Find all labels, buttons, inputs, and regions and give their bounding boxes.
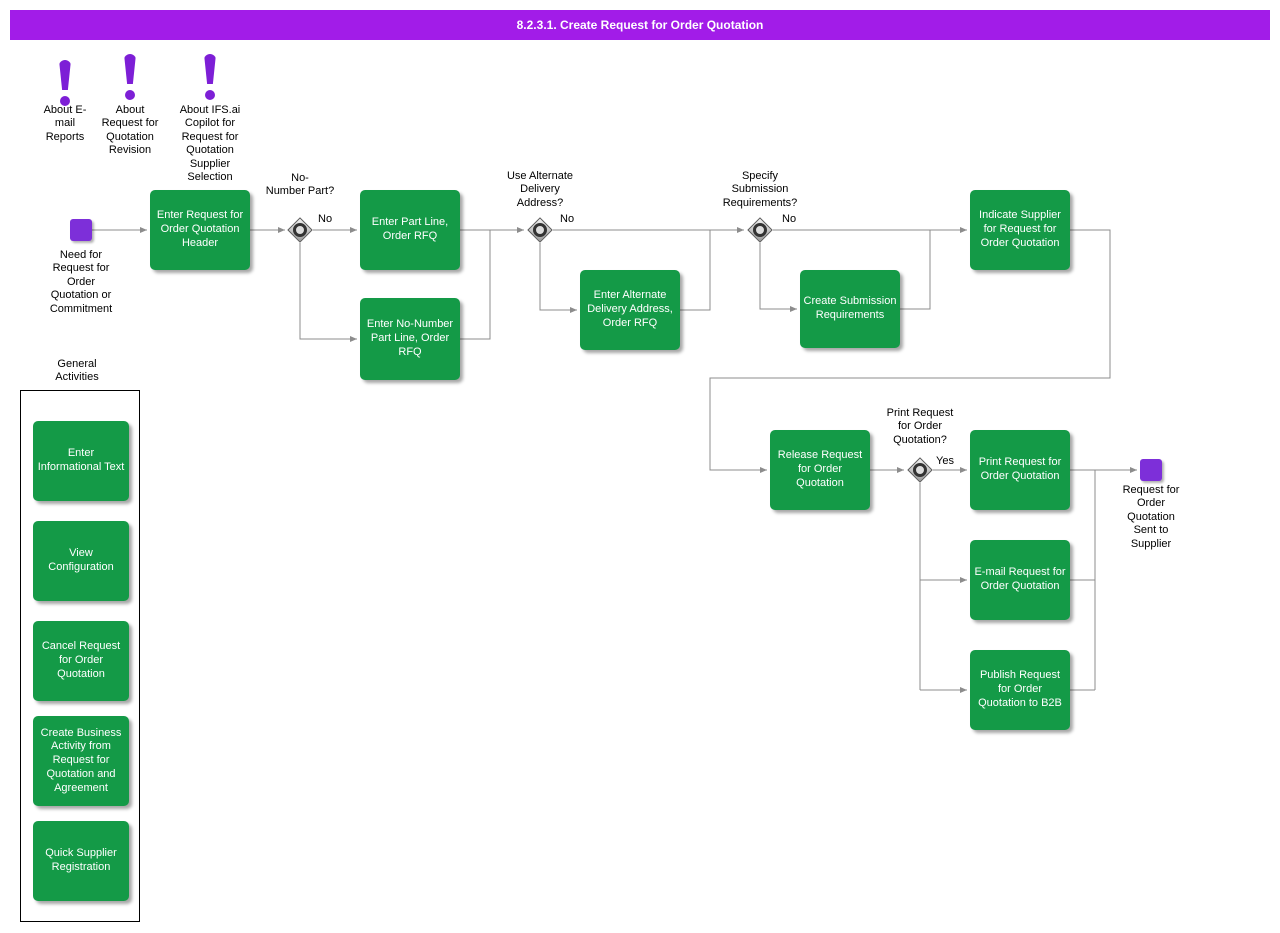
gateway-no-number-part [287, 217, 313, 243]
gateway-ring-icon [293, 223, 307, 237]
info-icon-label[interactable]: About IFS.ai Copilot for Request for Quo… [179, 104, 241, 184]
sidebar-item-cancel-request-for-order-quotation[interactable]: Cancel Request for Order Quotation [33, 621, 129, 701]
end-event [1140, 459, 1162, 481]
exclamation-icon [124, 54, 136, 84]
info-icon-about-email-reports[interactable] [55, 60, 75, 106]
sidebar-item-create-business-activity[interactable]: Create Business Activity from Request fo… [33, 716, 129, 806]
task-enter-alternate-delivery-address-order-rfq[interactable]: Enter Alternate Delivery Address, Order … [580, 270, 680, 350]
branch-label-no: No [318, 213, 333, 225]
sidebar-item-enter-informational-text[interactable]: Enter Informational Text [33, 421, 129, 501]
exclamation-icon [205, 90, 215, 100]
task-enter-part-line-order-rfq[interactable]: Enter Part Line, Order RFQ [360, 190, 460, 270]
task-release-request-for-order-quotation[interactable]: Release Request for Order Quotation [770, 430, 870, 510]
gateway-ring-icon [753, 223, 767, 237]
info-icon-label[interactable]: About Request for Quotation Revision [101, 104, 159, 157]
branch-label-yes: Yes [936, 455, 954, 467]
exclamation-icon [125, 90, 135, 100]
sidebar-item-quick-supplier-registration[interactable]: Quick Supplier Registration [33, 821, 129, 901]
task-email-request-for-order-quotation[interactable]: E-mail Request for Order Quotation [970, 540, 1070, 620]
page-title: 8.2.3.1. Create Request for Order Quotat… [10, 10, 1270, 40]
gateway-ring-icon [533, 223, 547, 237]
branch-label-no: No [560, 213, 575, 225]
decision-question-no-number-part: No- Number Part? [265, 172, 335, 198]
start-event [70, 219, 92, 241]
task-indicate-supplier-for-request-for-order-quotation[interactable]: Indicate Supplier for Request for Order … [970, 190, 1070, 270]
task-enter-no-number-part-line-order-rfq[interactable]: Enter No-Number Part Line, Order RFQ [360, 298, 460, 380]
decision-question-print-request: Print Request for Order Quotation? [886, 407, 954, 446]
task-publish-request-for-order-quotation-to-b2b[interactable]: Publish Request for Order Quotation to B… [970, 650, 1070, 730]
task-enter-request-for-order-quotation-header[interactable]: Enter Request for Order Quotation Header [150, 190, 250, 270]
decision-question-use-alternate-delivery-address: Use Alternate Delivery Address? [506, 170, 574, 209]
gateway-print-request-for-order-quotation [907, 457, 933, 483]
info-icon-about-ifs-ai-copilot[interactable] [200, 54, 220, 100]
exclamation-icon [59, 60, 71, 90]
branch-label-no: No [782, 213, 797, 225]
task-create-submission-requirements[interactable]: Create Submission Requirements [800, 270, 900, 348]
sidebar-item-view-configuration[interactable]: View Configuration [33, 521, 129, 601]
general-activities-panel: Enter Informational Text View Configurat… [20, 390, 140, 922]
info-icon-label[interactable]: About E- mail Reports [43, 104, 87, 143]
end-event-label: Request for Order Quotation Sent to Supp… [1122, 484, 1180, 550]
gateway-specify-submission-requirements [747, 217, 773, 243]
general-activities-title: General Activities [55, 358, 99, 384]
decision-question-specify-submission-requirements: Specify Submission Requirements? [722, 170, 798, 209]
start-event-label: Need for Request for Order Quotation or … [49, 249, 113, 315]
gateway-ring-icon [913, 463, 927, 477]
info-icon-about-request-revision[interactable] [120, 54, 140, 100]
task-print-request-for-order-quotation[interactable]: Print Request for Order Quotation [970, 430, 1070, 510]
exclamation-icon [204, 54, 216, 84]
exclamation-icon [60, 96, 70, 106]
gateway-use-alternate-delivery-address [527, 217, 553, 243]
